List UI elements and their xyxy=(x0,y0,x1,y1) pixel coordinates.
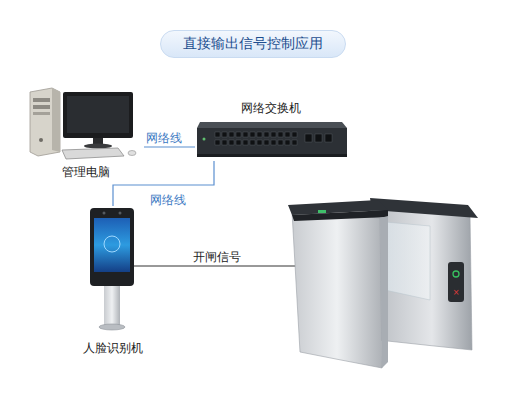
cable-label: 网络线 xyxy=(150,193,186,207)
device-label: 人脸识别机 xyxy=(83,341,143,356)
signal-label: 开闸信号 xyxy=(193,250,241,264)
diagram-title: 直接输出信号控制应用 xyxy=(160,30,346,58)
switch-illustration xyxy=(197,122,347,157)
computer-illustration xyxy=(30,88,136,159)
face-terminal-illustration xyxy=(90,208,134,330)
device-node: 人脸识别机 xyxy=(80,206,146,356)
device-label: 网络交换机 xyxy=(241,101,301,116)
device-node: 网络交换机 xyxy=(195,101,347,161)
device-node: 管理电脑 xyxy=(28,86,144,180)
device-label: 管理电脑 xyxy=(62,165,110,180)
network-cable xyxy=(144,146,195,147)
network-cable xyxy=(113,161,214,206)
svg-text:×: × xyxy=(453,288,460,297)
cable-label: 网络线 xyxy=(146,131,182,145)
turnstile-gate-illustration: × xyxy=(288,198,478,368)
signal-wire xyxy=(134,266,296,267)
